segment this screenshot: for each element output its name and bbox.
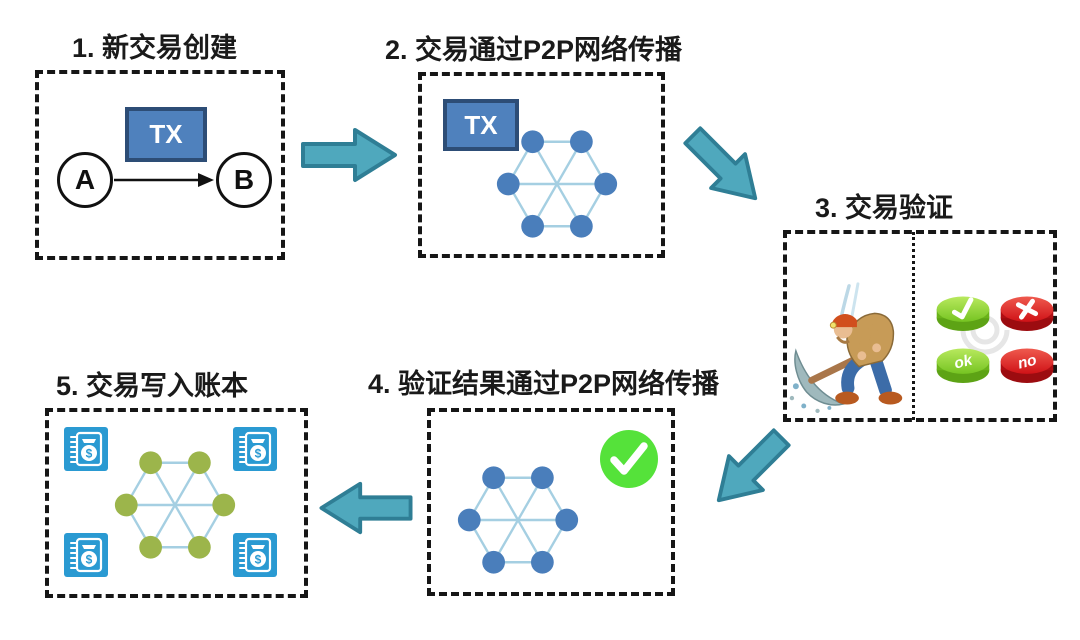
- ledger-icon: $: [233, 533, 277, 577]
- ledger-icon: $: [64, 533, 108, 577]
- step3-divider: [912, 232, 915, 420]
- party-b-circle: B: [216, 152, 272, 208]
- step1-box: [35, 70, 285, 260]
- miner-icon: [789, 282, 903, 414]
- p2p-network-blue-icon: [457, 466, 579, 574]
- ledger-dollar-label: $: [86, 447, 93, 461]
- step1-tx-box: TX: [125, 107, 207, 162]
- ledger-dollar-label: $: [255, 447, 262, 461]
- ledger-dollar-label: $: [86, 553, 93, 567]
- flow-arrow-down-left-icon: [716, 428, 791, 503]
- check-button-icon: [936, 296, 990, 331]
- tx-label: TX: [464, 109, 498, 140]
- no-button-icon: no: [1000, 348, 1054, 383]
- step1-title: 1. 新交易创建: [72, 33, 238, 63]
- party-a-label: A: [74, 164, 96, 195]
- step2-title: 2. 交易通过P2P网络传播: [385, 35, 683, 65]
- step3-box: [783, 230, 1057, 422]
- p2p-network-green-icon: [114, 451, 236, 559]
- flow-arrow-left-icon: [319, 481, 413, 535]
- ledger-icon: $: [64, 427, 108, 471]
- flow-arrow-right-icon: [301, 128, 397, 182]
- step2-tx-box: TX: [443, 99, 519, 151]
- step5-title: 5. 交易写入账本: [56, 371, 249, 401]
- step4-box: [427, 408, 675, 596]
- ok-button-icon: ok: [936, 348, 990, 383]
- party-a-circle: A: [57, 152, 113, 208]
- p2p-network-blue-icon: [496, 130, 618, 238]
- ok-button-label: ok: [952, 351, 975, 372]
- validated-check-icon: [600, 430, 658, 488]
- step3-title: 3. 交易验证: [815, 193, 954, 223]
- cross-button-icon: [1000, 296, 1054, 331]
- ledger-dollar-label: $: [255, 553, 262, 567]
- party-b-label: B: [233, 164, 255, 195]
- no-button-label: no: [1016, 352, 1038, 373]
- transfer-arrow-icon: [114, 173, 214, 187]
- ledger-icon: $: [233, 427, 277, 471]
- tx-label: TX: [149, 119, 183, 149]
- step5-box: [45, 408, 308, 598]
- step4-title: 4. 验证结果通过P2P网络传播: [368, 369, 720, 399]
- flow-arrow-down-right-icon: [683, 126, 758, 201]
- step2-box: [418, 72, 665, 258]
